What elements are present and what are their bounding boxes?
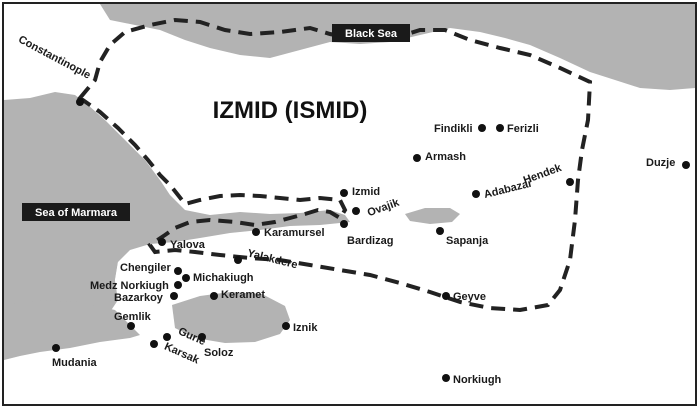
- place-label: Bazarkoy: [114, 292, 164, 304]
- place-dot: [76, 98, 84, 106]
- place-label: Norkiugh: [453, 374, 502, 386]
- place-dot: [198, 333, 206, 341]
- place-dot: [174, 267, 182, 275]
- black-sea-water: [4, 4, 695, 90]
- place-sapanja: Sapanja: [436, 227, 489, 247]
- place-dot: [52, 344, 60, 352]
- sea-of-marmara-label: Sea of Marmara: [35, 207, 118, 219]
- place-label: Duzje: [646, 157, 675, 169]
- place-norkiugh: Norkiugh: [442, 374, 502, 386]
- place-bazarkoy: Bazarkoy: [114, 292, 178, 304]
- place-label: Mudania: [52, 357, 97, 369]
- place-gemlik: Gemlik: [114, 311, 152, 330]
- place-medz-norkiugh: Medz Norkiugh: [90, 280, 182, 292]
- region-title: IZMID (ISMID): [213, 97, 368, 124]
- sea-of-marmara-water: [4, 92, 350, 345]
- place-findikli: Findikli: [434, 123, 486, 135]
- place-dot: [163, 333, 171, 341]
- place-dot: [436, 227, 444, 235]
- place-label: Armash: [425, 151, 466, 163]
- place-dot: [174, 281, 182, 289]
- place-label: Soloz: [204, 347, 234, 359]
- peninsula-land: [115, 260, 175, 300]
- place-dot: [150, 340, 158, 348]
- place-michakiugh: Michakiugh: [182, 272, 254, 284]
- place-dot: [282, 322, 290, 330]
- place-dot: [340, 189, 348, 197]
- place-label: Karamursel: [264, 227, 325, 239]
- black-sea-label-box: Black Sea: [332, 24, 410, 42]
- place-keramet: Keramet: [210, 289, 265, 301]
- place-dot: [252, 228, 260, 236]
- place-mudania: Mudania: [52, 344, 97, 369]
- place-soloz: Soloz: [198, 333, 234, 359]
- place-dot: [566, 178, 574, 186]
- place-geyve: Geyve: [442, 291, 486, 303]
- place-label: Michakiugh: [193, 272, 254, 284]
- place-label: Yalova: [170, 239, 206, 251]
- place-label: Ferizli: [507, 123, 539, 135]
- place-dot: [413, 154, 421, 162]
- place-duzje: Duzje: [646, 157, 690, 169]
- place-ferizli: Ferizli: [496, 123, 539, 135]
- place-label: Gemlik: [114, 311, 152, 323]
- place-label: Findikli: [434, 123, 473, 135]
- place-label: Izmid: [352, 186, 380, 198]
- place-iznik: Iznik: [282, 322, 318, 334]
- place-label: Bardizag: [347, 235, 393, 247]
- place-label: Iznik: [293, 322, 318, 334]
- lake-iznik: [172, 292, 290, 343]
- place-dot: [442, 374, 450, 382]
- place-armash: Armash: [413, 151, 466, 163]
- place-dot: [682, 161, 690, 169]
- place-label: Chengiler: [120, 262, 171, 274]
- place-dot: [478, 124, 486, 132]
- place-karamursel: Karamursel: [252, 227, 325, 239]
- place-dot: [472, 190, 480, 198]
- black-sea-label: Black Sea: [345, 28, 398, 40]
- place-dot: [182, 274, 190, 282]
- place-dot: [127, 322, 135, 330]
- place-dot: [210, 292, 218, 300]
- sea-of-marmara-label-box: Sea of Marmara: [22, 203, 130, 221]
- place-chengiler: Chengiler: [120, 262, 182, 275]
- place-izmid: Izmid: [340, 186, 380, 198]
- place-label: Sapanja: [446, 235, 489, 247]
- place-dot: [158, 238, 166, 246]
- place-bardizag: Bardizag: [340, 220, 393, 247]
- place-dot: [234, 256, 242, 264]
- place-label: Keramet: [221, 289, 265, 301]
- place-label: Medz Norkiugh: [90, 280, 169, 292]
- place-dot: [352, 207, 360, 215]
- gemlik-gulf-water: [4, 300, 140, 360]
- place-yalova: Yalova: [158, 238, 206, 251]
- place-label: Geyve: [453, 291, 486, 303]
- place-dot: [340, 220, 348, 228]
- lake-sapanja: [405, 208, 460, 224]
- place-dot: [496, 124, 504, 132]
- place-dot: [442, 292, 450, 300]
- place-dot: [170, 292, 178, 300]
